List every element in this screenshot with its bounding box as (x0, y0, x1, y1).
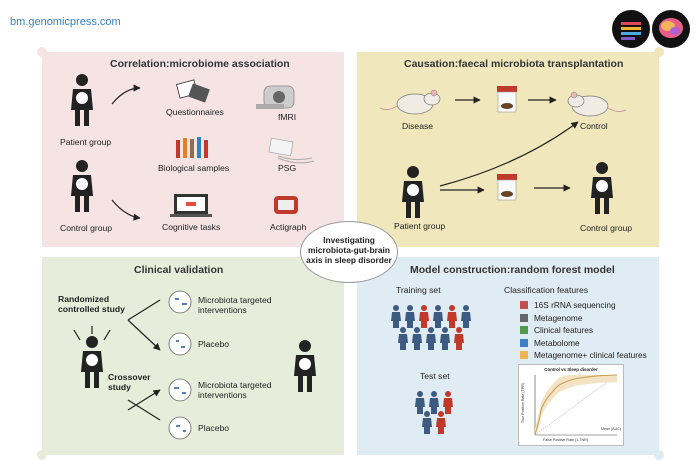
actigraph-label: Actigraph (270, 222, 307, 232)
laptop-icon (170, 194, 212, 217)
legend-label: Metagenome (534, 312, 583, 323)
mti-label-2: Microbiota targeted interventions (198, 380, 272, 400)
brain-logo-icon (652, 10, 690, 48)
psg-icon (268, 137, 315, 164)
legend-swatch (520, 326, 528, 334)
training-set-label: Training set (396, 285, 441, 295)
roc-xlabel: False Positive Rate (1-TNR) (543, 438, 588, 442)
legend-label: Clinical features (534, 325, 594, 335)
classification-features-label: Classification features (504, 285, 589, 295)
feature-legend-item: Metagenome (520, 313, 582, 323)
control-mouse-icon (567, 91, 627, 117)
patient-group-label: Patient group (60, 137, 112, 147)
faecal-jar-small-icon (497, 174, 517, 201)
site-url[interactable]: bm.genomicpress.com (10, 16, 121, 28)
rct-label: Randomized controlled study (58, 294, 125, 315)
fmri-label: fMRI (278, 112, 297, 122)
fmri-icon (256, 85, 295, 109)
legend-swatch (520, 338, 528, 347)
test-set-icon (415, 391, 453, 434)
placebo-label-2: Placebo (198, 423, 230, 433)
control-label: Control (580, 121, 608, 131)
actigraph-icon (274, 196, 298, 214)
roc-title: Control vs Sleep disorder (544, 367, 598, 372)
journal-logo-icon (612, 10, 650, 48)
legend-swatch (520, 301, 528, 309)
legend-swatch (520, 313, 528, 322)
feature-legend-item: Metagenome+ clinical features (520, 350, 647, 360)
feature-legend-item: Clinical features (520, 325, 593, 335)
model-title: Model construction:random forest model (410, 264, 615, 276)
legend-swatch (520, 351, 528, 359)
legend-label: Metagenome+ clinical features (534, 350, 647, 360)
center-hub: Investigating microbiota-gut-brain axis … (300, 221, 398, 283)
test-set-label: Test set (420, 371, 450, 381)
causation-title: Causation:faecal microbiota transplantat… (404, 58, 624, 70)
training-set-icon (391, 305, 471, 350)
roc-plot (534, 374, 618, 436)
distressed-patient-icon (73, 326, 111, 388)
disease-mouse-icon (379, 89, 441, 115)
cognitive-tasks-label: Cognitive tasks (162, 222, 221, 232)
psg-label: PSG (278, 163, 297, 173)
feature-legend-item: 16S rRNA sequencing (520, 300, 616, 310)
clinical-title: Clinical validation (134, 264, 224, 276)
roc-chart: Control vs Sleep disorder False Positive… (518, 364, 624, 446)
roc-diagonal (534, 374, 618, 436)
legend-label: 16S rRNA sequencing (534, 300, 616, 310)
questionnaires-label: Questionnaires (166, 107, 224, 117)
questionnaire-icon (176, 79, 210, 103)
control-group-label: Control group (60, 223, 113, 233)
mti-label-1: Microbiota targeted interventions (198, 295, 272, 315)
biological-samples-icon (176, 137, 208, 158)
causation-patient-group-label: Patient group (394, 221, 446, 231)
feature-legend-item: Metabolome (520, 338, 580, 348)
correlation-title: Correlation:microbiome association (110, 58, 290, 70)
faecal-jar-icon (497, 86, 517, 113)
placebo-label-1: Placebo (198, 339, 230, 349)
biological-samples-label: Biological samples (158, 163, 230, 173)
crossover-label: Crossover study (108, 372, 151, 393)
roc-ylabel: True Positive Rate (TPR) (521, 382, 526, 424)
roc-confidence-band (535, 375, 617, 435)
legend-label: Metabolome (534, 337, 580, 348)
causation-control-group-label: Control group (580, 223, 633, 233)
disease-label: Disease (402, 121, 434, 131)
roc-series-line (534, 374, 618, 436)
roc-legend: Mean (AUC) (601, 427, 621, 431)
microbiota-dish-icon (168, 290, 192, 440)
